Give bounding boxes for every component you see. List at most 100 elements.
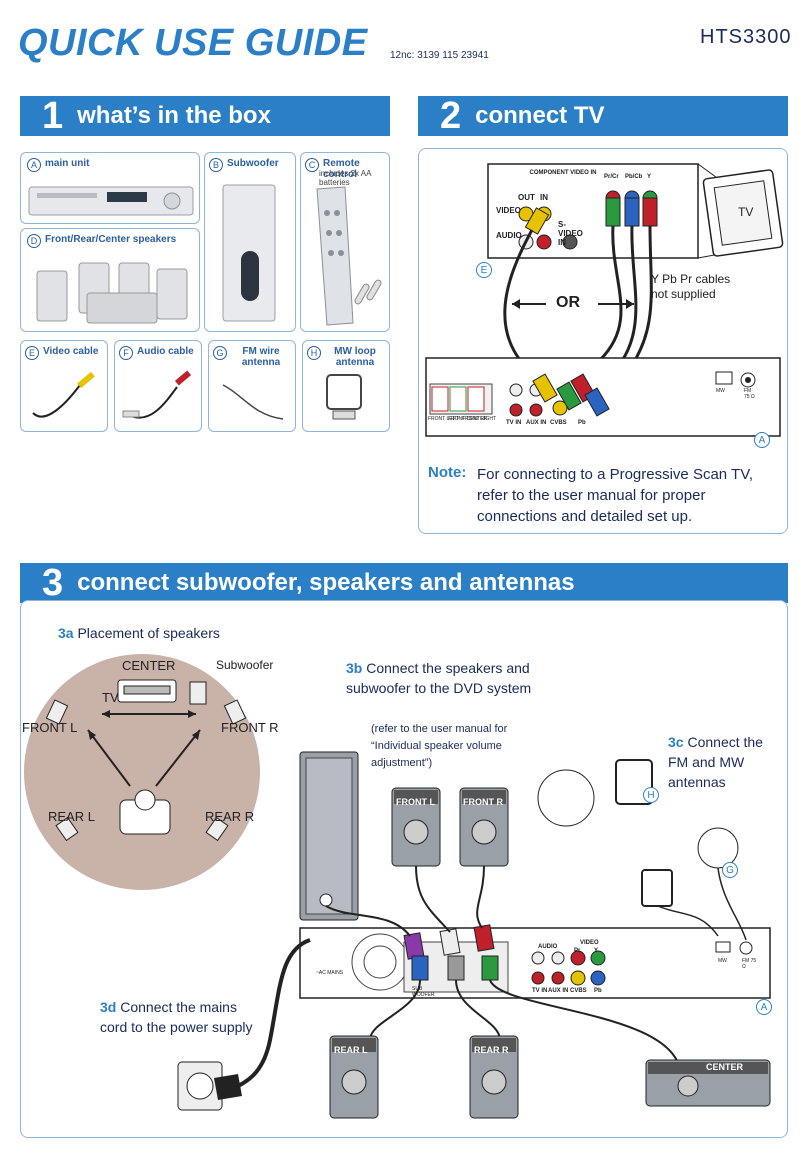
step-3c-text: Connect the FM and MW antennas <box>668 734 763 790</box>
room-subwoofer-label: Subwoofer <box>216 658 274 672</box>
model-number: HTS3300 <box>700 26 792 48</box>
in-label: IN <box>540 193 548 202</box>
audio-cable-image <box>122 370 192 419</box>
step-3d-text: Connect the mains cord to the power supp… <box>100 999 253 1035</box>
out-label: OUT <box>518 193 535 202</box>
rear3-tvin: TV IN <box>532 988 548 994</box>
speakers-image <box>36 262 188 324</box>
step-3a-text: Placement of speakers <box>77 625 220 641</box>
section2-number: 2 <box>440 94 462 137</box>
speaker-placement-diagram <box>24 654 260 890</box>
rear3-audio: AUDIO <box>538 944 558 950</box>
rear3-cvbs: CVBS <box>570 988 587 994</box>
y-label: Y <box>647 174 652 180</box>
fm-antenna-image <box>222 384 284 420</box>
spk-rear-r-label: REAR R <box>474 1045 509 1055</box>
rear-auxin: AUX IN <box>526 420 547 426</box>
rear-cvbs: CVBS <box>550 420 567 426</box>
unit-a3-marker: A <box>756 999 772 1015</box>
audio-jack-label: AUDIO <box>496 231 522 240</box>
svideo-label: S-VIDEO IN <box>558 220 583 247</box>
item-c-circle: C <box>305 158 319 172</box>
item-h-label: MW loop antenna <box>334 346 376 368</box>
rear3-y: Y <box>594 948 599 954</box>
item-speakers: D Front/Rear/Center speakers <box>20 228 200 332</box>
step-3b-text: Connect the speakers and subwoofer to th… <box>346 660 532 696</box>
rear3-pr: Pr <box>574 948 581 954</box>
item-a-circle: A <box>27 158 41 172</box>
subwoofer-image <box>222 184 276 322</box>
section1-number: 1 <box>42 94 64 137</box>
rear-pb: Pb <box>578 420 586 426</box>
rear3-fm: FM 75 Ω <box>742 958 757 970</box>
rear3-video: VIDEO <box>580 940 599 946</box>
step-3d: 3d Connect the mains cord to the power s… <box>100 997 260 1037</box>
step-3b-note: (refer to the user manual for “Individua… <box>371 723 508 769</box>
item-audio-cable: F Audio cable <box>114 340 202 432</box>
item-f-label: Audio cable <box>137 346 194 357</box>
spk-center-label: CENTER <box>706 1062 744 1072</box>
item-b-label: Subwoofer <box>227 158 279 169</box>
note-label: Note: <box>428 464 467 481</box>
item-c-label: Remote control <box>323 158 360 180</box>
room-rear-l: REAR L <box>48 809 95 824</box>
item-f-circle: F <box>119 346 133 360</box>
step-3b: 3b Connect the speakers and subwoofer to… <box>346 658 536 698</box>
guide-title: QUICK USE GUIDE <box>18 22 368 64</box>
pr-label: Pr/Cr <box>604 174 619 180</box>
item-c-sub: includes 2x AA batteries <box>319 169 372 187</box>
video-cable-image <box>32 371 95 418</box>
rear3-pb: Pb <box>594 988 602 994</box>
rear-fm: FM 75 Ω <box>744 388 755 400</box>
room-tv-label: TV <box>102 690 119 705</box>
speaker-wiring-diagram <box>177 751 771 1119</box>
section3-title: connect subwoofer, speakers and antennas <box>77 569 575 596</box>
item-e-circle: E <box>25 346 39 360</box>
part-number: 12nc: 3139 115 23941 <box>390 50 489 61</box>
item-g-circle: G <box>213 346 227 360</box>
fm-g-marker: G <box>722 862 738 878</box>
rear-front-left: FRONT LEFT <box>428 416 459 422</box>
section1-banner: 1 what’s in the box <box>20 94 390 137</box>
note-text: For connecting to a Progressive Scan TV,… <box>477 466 753 525</box>
unit-a-marker: A <box>754 432 770 448</box>
ypbpr-label: Y Pb Pr cables <box>651 272 731 286</box>
section3-banner: 3 connect subwoofer, speakers and antenn… <box>20 561 788 604</box>
spk-front-r-label: FRONT R <box>463 797 503 807</box>
item-e-label: Video cable <box>43 346 99 357</box>
item-d-circle: D <box>27 234 41 248</box>
section3-number: 3 <box>42 561 64 604</box>
rear-mw: MW <box>716 388 725 394</box>
rear3-mains: ~AC MAINS <box>316 970 344 976</box>
step-3a: 3a Placement of speakers <box>58 625 220 641</box>
not-supplied-label: not supplied <box>651 287 716 301</box>
remote-image <box>316 186 382 326</box>
cable-e-marker: E <box>476 262 492 278</box>
room-front-r: FRONT R <box>221 720 279 735</box>
video-jack-label: VIDEO <box>496 206 521 215</box>
dvd-unit-image <box>28 186 194 216</box>
item-remote: C Remote control includes 2x AA batteries <box>300 152 390 332</box>
or-label: OR <box>556 294 580 311</box>
rear-front-center: FRONT CENTER <box>448 416 488 422</box>
room-rear-r: REAR R <box>205 809 255 824</box>
rear-front-right: FRONT RIGHT <box>462 416 497 422</box>
step-3c-tag: 3c <box>668 734 684 750</box>
item-a-label: main unit <box>45 158 90 169</box>
step-3a-tag: 3a <box>58 625 74 641</box>
item-d-label: Front/Rear/Center speakers <box>45 234 177 245</box>
rear-tvin: TV IN <box>506 420 522 426</box>
step-3b-tag: 3b <box>346 660 363 676</box>
mw-h-marker: H <box>643 787 659 803</box>
step-3c: 3c Connect the FM and MW antennas <box>668 732 783 792</box>
rear3-auxin: AUX IN <box>548 988 569 994</box>
section1-title: what’s in the box <box>77 102 271 129</box>
item-video-cable: E Video cable <box>20 340 108 432</box>
mw-antenna-image <box>326 374 362 420</box>
room-center-label: CENTER <box>122 658 176 673</box>
rear3-sub: SUB WOOFER <box>412 986 435 998</box>
